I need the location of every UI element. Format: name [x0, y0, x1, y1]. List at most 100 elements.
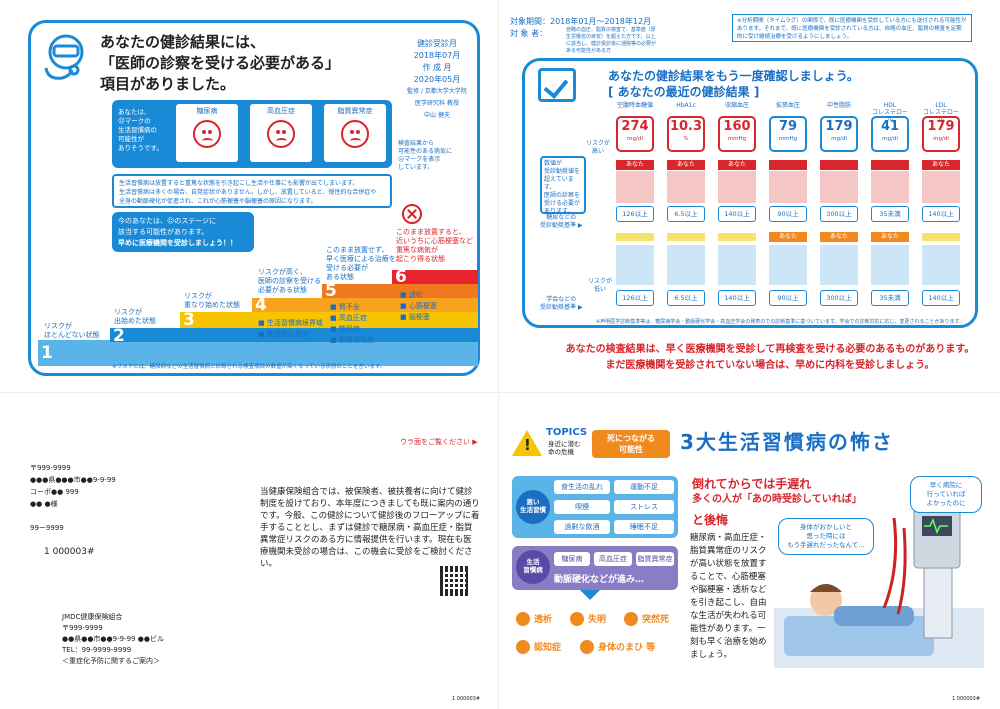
orange-band: あなた [871, 232, 909, 242]
threshold-high: 35未満 [871, 206, 909, 222]
yellow-band [616, 233, 654, 241]
bubble-line: 早く病院に [929, 481, 963, 489]
high-risk-zone [616, 171, 654, 203]
circle-line: 生活習慣 [520, 506, 546, 514]
arrow-down-icon [580, 590, 600, 600]
consequence-item: 透析 [534, 615, 553, 625]
habit-pill: 運動不足 [614, 480, 674, 494]
step-label-line: リスクが [44, 322, 72, 330]
step4-label: リスクが高く、 医師の診察を受ける 必要がある状態 [258, 268, 321, 295]
red-band [871, 160, 909, 170]
doctor-icon [44, 34, 84, 80]
step-item: ■ 高血圧症 [330, 314, 367, 322]
address-line: コーポ●● 999 [30, 488, 79, 496]
habit-pill: 過剰な飲酒 [554, 520, 610, 534]
note-line: あなたは、 [118, 108, 151, 116]
q4-headline-3: と後悔 [692, 513, 729, 527]
column-header: 収縮血圧 [718, 102, 756, 116]
step-label-line: このまま放置せず、 [326, 246, 389, 254]
left-box-line: 超えています。 [544, 176, 574, 191]
stage-now-line: 今のあなたは、☹のステージに [118, 217, 217, 225]
left-box-line: 受ける必要が [544, 200, 581, 207]
side-note-line: 検査結果から [398, 140, 435, 147]
disease-dyslipidemia: 脂質異常症 [324, 104, 386, 162]
q3-body-text: 当健康保険組合では、被保険者、被扶養者に向けて健診制度を設けており、本年度につき… [260, 487, 480, 569]
step-label-line: 必要がある状態 [258, 286, 307, 294]
result-unit: mmHg [778, 136, 798, 142]
body-icon [580, 640, 594, 654]
column-header-line: コレステロール [871, 109, 908, 123]
step6-items: ■ 透析 ■ 心筋梗塞 ■ 脳梗塞 [400, 290, 437, 323]
meta-exam-month-label: 健診受診月 [417, 39, 457, 48]
yellow-band [667, 233, 705, 241]
column-header-line: 空腹時血糖値 [616, 102, 653, 109]
address-line: ●●●県●●●市●●9-9-99 [30, 476, 116, 484]
result-value-box: 10.3% [667, 116, 705, 152]
step1-label: リスクが ほとんどない状態 [44, 322, 100, 340]
q4-headline-1: 倒れてからでは手遅れ [692, 477, 812, 491]
result-unit: mg/dl [831, 136, 847, 142]
sender-line: ＜重症化予防に関するご案内＞ [62, 657, 160, 665]
address-line: 〒999-9999 [30, 464, 71, 472]
consequence-item: 身体のまひ 等 [598, 643, 656, 653]
progress-text: 動脈硬化などが進み… [554, 575, 645, 585]
regret-speech-bubble: 早く病院に 行っていれば よかったのに [910, 476, 982, 513]
habit-pill: ストレス [614, 500, 674, 514]
column-header-line: コレステロール [922, 109, 959, 123]
disease-note: あなたは、 ☹マークの 生活習慣病の 可能性が ありそうです。 [118, 108, 166, 153]
q1-title: あなたの健診結果には、 「医師の診察を受ける必要がある」 項目がありました。 [100, 32, 380, 95]
left-box-line: 受診勧奨値を [544, 168, 581, 175]
low-risk-zone [922, 245, 960, 285]
q2-frame [522, 58, 978, 328]
stair-step-6: 6 [392, 267, 478, 287]
topics-sub-line: 身近に潜む [548, 440, 581, 448]
result-value: 179 [927, 119, 955, 134]
side-note-line: 可能性のある病気に [398, 148, 453, 155]
low-risk-zone [769, 245, 807, 285]
risk-low-label: リスクが 低い [588, 278, 612, 294]
q1-footnote: ※リスクとは、糖尿病などの生活習慣病と診断される検査項目の数値が高くなっている状… [112, 364, 386, 370]
low-risk-zone [616, 245, 654, 285]
side-note-line: ☹マークを表示 [398, 156, 441, 163]
step-label-line: リスクが [184, 292, 212, 300]
bubble-line: 思った時には [806, 532, 846, 540]
recipient-address: 〒999-9999 ●●●県●●●市●●9-9-99 コーポ●● 999 ●● … [30, 462, 116, 534]
step3-label: リスクが 重なり始めた状態 [184, 292, 240, 310]
circle-line: 習慣病 [523, 566, 543, 574]
step-item: ■ 動脈硬化症 [330, 336, 374, 344]
step-label-line: ある状態 [326, 273, 354, 281]
disease-label: 脂質異常症 [337, 107, 373, 115]
step4-items: ■ 生活習慣病境界域 ■ 動脈硬化異常 [258, 318, 323, 340]
std-label-line: 受診勧奨基準 ▶ [540, 222, 583, 229]
sender-line: JMDC健康保険組合 [62, 613, 123, 621]
q1-side-note: 検査結果から 可能性のある病気に ☹マークを表示 しています。 [398, 140, 468, 172]
column-header-line: LDL [935, 102, 947, 109]
threshold-low: 126以上 [616, 290, 654, 306]
step-label-line: 重篤な病気が [396, 246, 438, 254]
std-label-line: 学会などの [546, 296, 577, 303]
threshold-low: 140以上 [922, 290, 960, 306]
lifestyle-disease-circle: 生活 習慣病 [516, 550, 550, 584]
stage-now-box: 今のあなたは、☹のステージに 該当する可能性があります。 早めに医療機関を受診し… [112, 212, 254, 252]
result-unit: mg/dl [933, 136, 949, 142]
disease-label: 高血圧症 [267, 107, 295, 115]
step-item: ■ 腎不全 [330, 303, 360, 311]
step5-items: ■ 腎不全 ■ 高血圧症 ■ 糖尿病 ■ 動脈硬化症 [330, 302, 374, 346]
left-box-line: 数値が [544, 160, 563, 167]
sad-face-icon [193, 120, 221, 148]
step-number: 4 [255, 295, 267, 315]
stair-step-2: 2 [110, 326, 478, 346]
eye-icon [570, 612, 584, 626]
disease-label: 糖尿病 [196, 107, 218, 115]
see-back-label: ウラ面をご覧ください ▶ [400, 438, 478, 446]
result-value: 274 [621, 119, 649, 134]
threshold-low: 90以上 [769, 290, 807, 306]
std-label-line: 受診勧奨基準 ▶ [540, 304, 583, 311]
stair-step-1: 1 [38, 340, 478, 366]
step-item: ■ 脳梗塞 [400, 313, 430, 321]
result-unit: mmHg [727, 136, 747, 142]
orange-band: あなた [769, 232, 807, 242]
